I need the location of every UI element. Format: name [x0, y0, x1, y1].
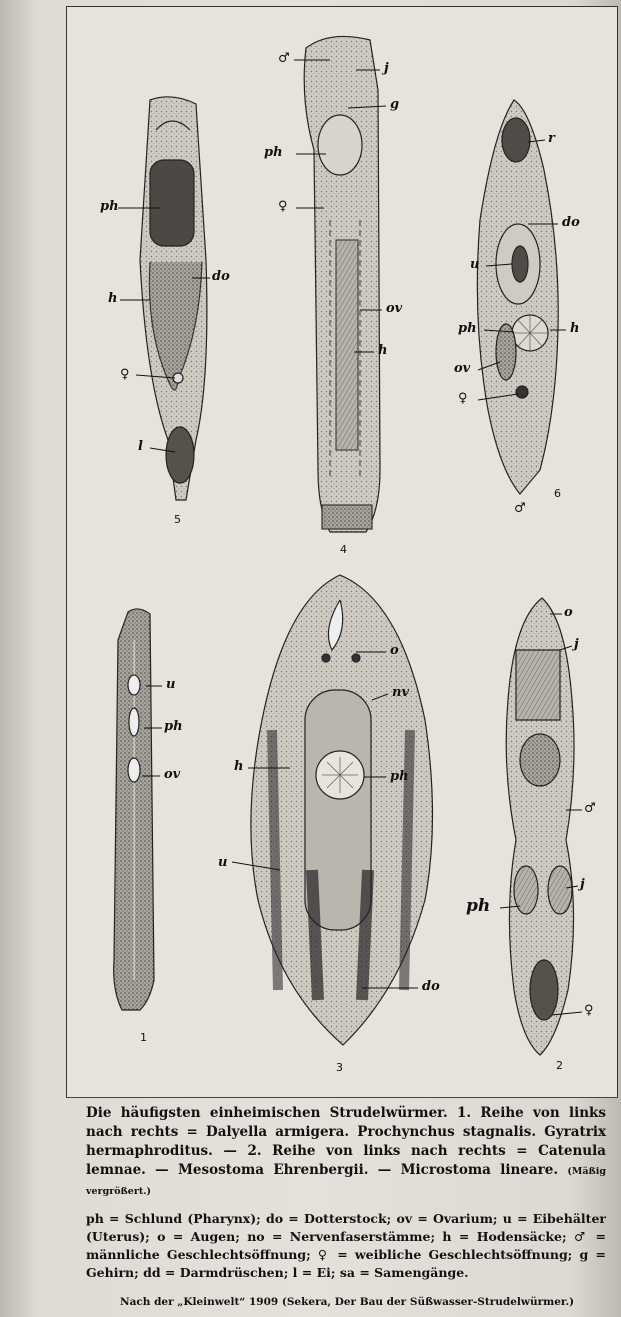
label-f4-g: g	[390, 98, 399, 111]
label-f4-ov: ov	[386, 302, 402, 315]
label-f5-h: h	[108, 292, 117, 305]
label-f5-ph: ph	[100, 200, 119, 213]
caption-legend: ph = Schlund (Pharynx); do = Dotterstock…	[86, 1210, 606, 1282]
label-f3-h: h	[234, 760, 243, 773]
caption-title-text: Die häufigsten einheimischen Strudelwürm…	[86, 1105, 606, 1178]
label-f6-h: h	[570, 322, 579, 335]
label-f6-do: do	[562, 216, 580, 229]
label-f3-ph: ph	[390, 770, 409, 783]
label-f4-j: j	[384, 62, 389, 75]
label-f3-o: o	[390, 644, 399, 657]
label-f1-ov: ov	[164, 768, 180, 781]
label-f2-j2: j	[580, 878, 585, 891]
label-f6-male: ♂	[514, 502, 526, 515]
label-f3-nv: nv	[392, 686, 409, 699]
label-f5-l: l	[138, 440, 143, 453]
label-f5-do: do	[212, 270, 230, 283]
figure-number-3: 3	[336, 1062, 343, 1073]
label-f1-ph: ph	[164, 720, 183, 733]
label-f4-h: h	[378, 344, 387, 357]
figure-number-4: 4	[340, 544, 347, 555]
caption-source: Nach der „Kleinwelt“ 1909 (Sekera, Der B…	[120, 1295, 610, 1309]
caption-title: Die häufigsten einheimischen Strudelwürm…	[86, 1104, 606, 1201]
label-f2-female: ♀	[584, 1004, 594, 1017]
figure-number-1: 1	[140, 1032, 147, 1043]
figure-4-worm	[304, 36, 380, 532]
label-f3-u: u	[218, 856, 227, 869]
label-f4-female: ♀	[278, 200, 288, 213]
label-f6-u: u	[470, 258, 479, 271]
label-f6-female: ♀	[458, 392, 468, 405]
label-f2-male: ♂	[584, 802, 596, 815]
label-f6-r: r	[548, 132, 555, 145]
label-f6-ph: ph	[458, 322, 477, 335]
figure-5-worm	[140, 97, 207, 500]
figure-1-worm	[114, 609, 154, 1010]
label-f3-do: do	[422, 980, 440, 993]
figure-6-worm	[477, 100, 558, 494]
label-f5-female: ♀	[120, 368, 130, 381]
figure-3-worm	[251, 575, 433, 1045]
label-f4-male: ♂	[278, 52, 290, 65]
figure-2-worm	[506, 598, 574, 1055]
figure-number-6: 6	[554, 488, 561, 499]
label-f2-ph: ph	[466, 898, 490, 915]
figure-number-5: 5	[174, 514, 181, 525]
label-f2-o: o	[564, 606, 573, 619]
label-f4-ph: ph	[264, 146, 283, 159]
label-f2-j: j	[574, 638, 579, 651]
figure-number-2: 2	[556, 1060, 563, 1071]
label-f6-ov: ov	[454, 362, 470, 375]
label-f1-u: u	[166, 678, 175, 691]
